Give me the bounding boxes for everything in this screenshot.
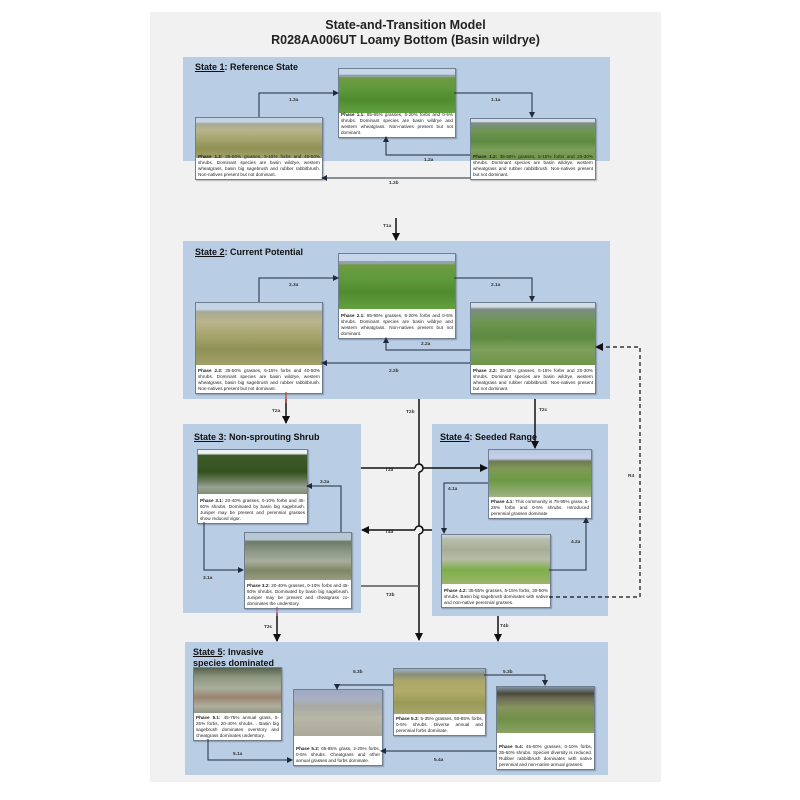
phase-caption: Phase 4.1: This community is 75-95% gras…	[491, 499, 589, 516]
state-1-title: State 1: Reference State	[195, 62, 299, 72]
phase-caption: Phase 1.3: 35-50% grasses, 5-15% forbs a…	[198, 154, 320, 177]
phase-5-2[interactable]: Phase 5.2: 65-85% grass, 2-25% forbs, 0-…	[293, 689, 383, 766]
state-2-title: State 2: Current Potential	[195, 247, 304, 257]
phase-2-1[interactable]: Phase 2.1: 85-95% grasses, 5-20% forbs a…	[338, 253, 456, 339]
pathway-5-4a-label: 5.4a	[434, 758, 444, 763]
pathway-1-2b-label: 1.2b	[389, 181, 399, 186]
phase-2-2[interactable]: Phase 2.2: 35-55% grasses, 5-15% forbs a…	[470, 302, 596, 394]
state-3-title: State 3: Non-sprouting Shrub	[194, 432, 320, 442]
grass-meadow-photo	[339, 69, 455, 113]
phase-4-1[interactable]: Phase 4.1: This community is 75-95% gras…	[488, 449, 592, 519]
seeded-sagebrush-photo	[442, 535, 550, 584]
pathway-3-2a-label: 3.2a	[320, 480, 330, 485]
phase-caption: Phase 1.2: 35-55% grasses, 5-15% forbs a…	[473, 154, 593, 177]
pathway-2-2b-label: 2.2b	[389, 369, 399, 374]
transition-t3b-label: T3b	[386, 593, 395, 598]
dry-grassland-photo	[196, 303, 322, 365]
pathway-1-3a-label: 1.3a	[289, 98, 299, 103]
pathway-3-1a-label: 3.1a	[203, 576, 213, 581]
sagebrush-cheatgrass-photo	[194, 668, 281, 713]
dry-grassland-photo	[196, 118, 322, 158]
transition-r4-label: R4	[628, 474, 635, 479]
phase-4-2[interactable]: Phase 4.2: 35-55% grasses, 5-15% forbs, …	[441, 534, 551, 608]
phase-caption: Phase 5.1: 45-75% annual grass, 5-25% fo…	[196, 715, 279, 738]
pathway-5-3b-right-label: 5.3b	[503, 670, 513, 675]
phase-5-4[interactable]: Phase 5.4: 45-60% grasses, 0-10% forbs, …	[496, 686, 595, 770]
transition-t3c-label: T3c	[264, 625, 273, 630]
diagram-title: State-and-Transition Model	[325, 18, 486, 32]
pathway-1-2a-label: 1.2a	[424, 158, 434, 163]
phase-caption: Phase 4.2: 35-55% grasses, 5-15% forbs, …	[444, 588, 548, 605]
pathway-1-1a-label: 1.1a	[491, 98, 501, 103]
rabbitbrush-photo	[497, 687, 594, 733]
phase-caption: Phase 2.1: 85-95% grasses, 5-20% forbs a…	[341, 313, 454, 336]
sagebrush-grass-photo	[471, 119, 595, 160]
phase-caption: Phase 2.2: 35-55% grasses, 5-15% forbs a…	[473, 368, 593, 391]
phase-5-1[interactable]: Phase 5.1: 45-75% annual grass, 5-25% fo…	[193, 667, 282, 741]
phase-caption: Phase 5.4: 45-60% grasses, 0-10% forbs, …	[499, 744, 592, 767]
pathway-4-1a-label: 4.1a	[448, 487, 458, 492]
phase-caption: Phase 1.1: 85-95% grasses, 5-20% forbs a…	[341, 112, 454, 135]
sagebrush-grass-photo	[471, 303, 595, 365]
phase-caption: Phase 3.1: 20-40% grasses, 0-10% forbs a…	[200, 498, 305, 521]
diagram-subtitle: R028AA006UT Loamy Bottom (Basin wildrye)	[271, 33, 540, 47]
phase-caption: Phase 5.3: 5-35% grasses, 50-85% forbs, …	[396, 716, 483, 733]
pathway-2-2a-label: 2.2a	[421, 342, 431, 347]
dense-sagebrush-photo	[245, 533, 351, 580]
seeded-grass-photo	[489, 450, 591, 497]
phase-3-2[interactable]: Phase 3.2: 20-40% grasses, 0-10% forbs a…	[244, 532, 352, 609]
pathway-2-3a-label: 2.3a	[289, 283, 299, 288]
juniper-sagebrush-photo	[198, 450, 307, 494]
phase-5-3[interactable]: Phase 5.3: 5-35% grasses, 50-85% forbs, …	[393, 668, 486, 736]
transition-t1a-label: T1a	[383, 224, 392, 229]
phase-2-3[interactable]: Phase 2.3: 35-50% grasses, 5-15% forbs a…	[195, 302, 323, 394]
pathway-2-1a-label: 2.1a	[491, 283, 501, 288]
phase-caption: Phase 3.2: 20-40% grasses, 0-10% forbs a…	[247, 583, 349, 606]
state-4-title: State 4: Seeded Range	[440, 432, 538, 442]
transition-t3a-label: T3a	[385, 468, 394, 473]
transition-t2b-label: T2b	[406, 410, 415, 415]
phase-caption: Phase 2.3: 35-50% grasses, 5-15% forbs a…	[198, 368, 320, 391]
phase-3-1[interactable]: Phase 3.1: 20-40% grasses, 0-10% forbs a…	[197, 449, 308, 524]
grass-meadow-photo	[339, 254, 455, 309]
pathway-5-1a-label: 5.1a	[233, 752, 243, 757]
pathway-4-2a-label: 4.2a	[571, 540, 581, 545]
phase-caption: Phase 5.2: 65-85% grass, 2-25% forbs, 0-…	[296, 746, 380, 763]
transition-t2a-label: T2a	[272, 409, 281, 414]
phase-1-2[interactable]: Phase 1.2: 35-55% grasses, 5-15% forbs a…	[470, 118, 596, 180]
phase-1-3[interactable]: Phase 1.3: 35-50% grasses, 5-15% forbs a…	[195, 117, 323, 180]
cheatgrass-photo	[294, 690, 382, 736]
transition-t2c-label: T2c	[539, 408, 548, 413]
transition-t4a-label: T4a	[385, 530, 394, 535]
phase-1-1[interactable]: Phase 1.1: 85-95% grasses, 5-20% forbs a…	[338, 68, 456, 138]
transition-t4b-label: T4b	[500, 624, 509, 629]
forb-field-photo	[394, 669, 485, 714]
pathway-5-3b-label: 5.3b	[353, 670, 363, 675]
